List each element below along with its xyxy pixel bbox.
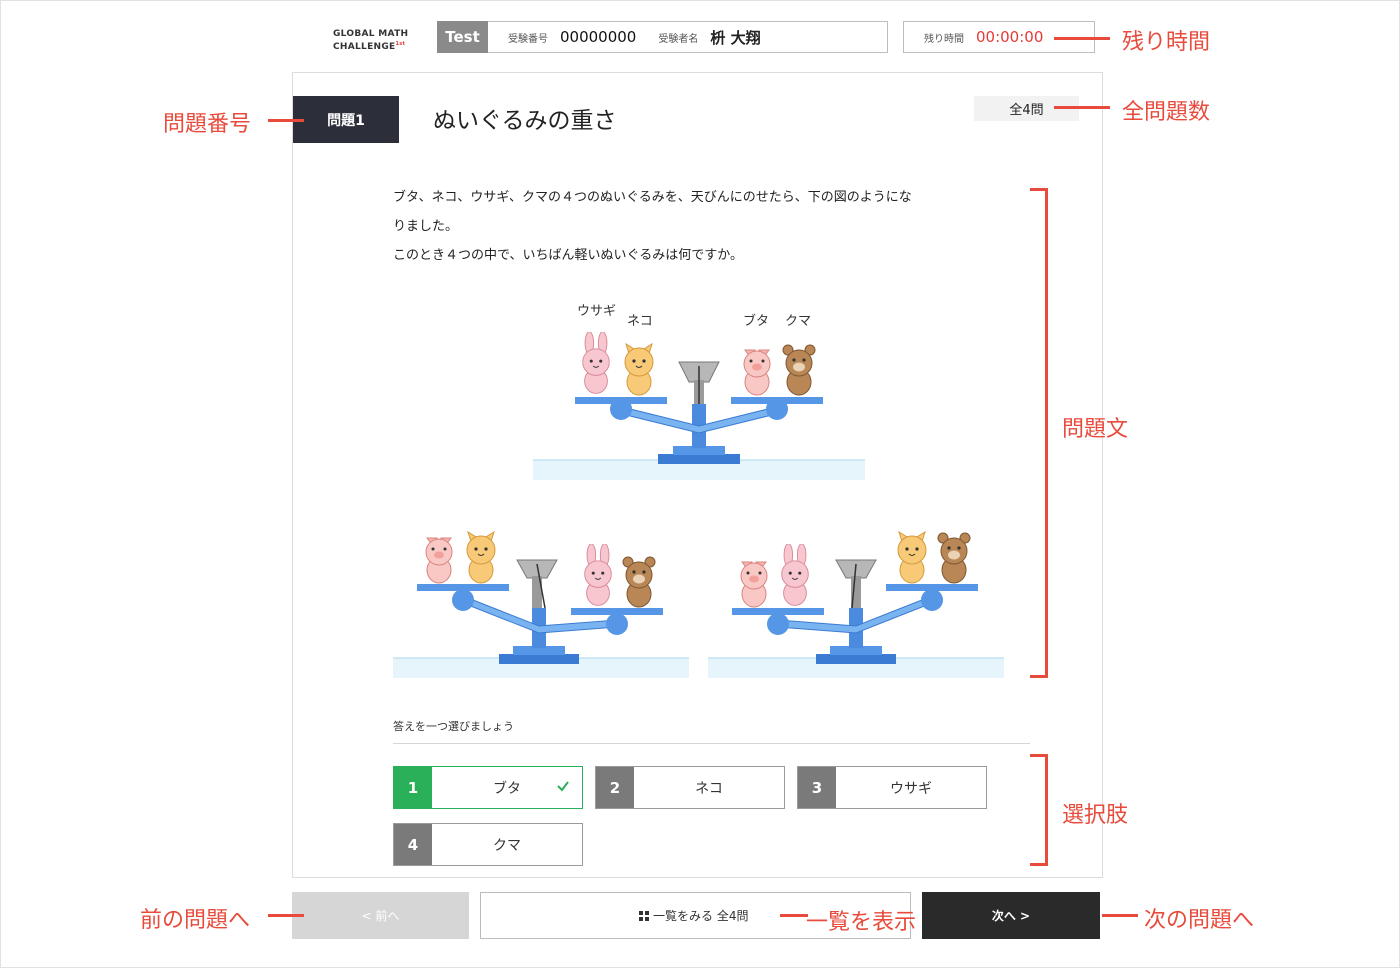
- logo-sup: 1st: [395, 41, 406, 47]
- choice-2-number: 2: [596, 767, 634, 808]
- choice-4-label: クマ: [493, 837, 521, 854]
- annotation-prev-question: 前の問題へ: [140, 908, 251, 933]
- logo-line-2: CHALLENGE: [333, 42, 396, 52]
- question-text-line-2: りました。: [393, 219, 459, 234]
- annotation-line-next: [1102, 914, 1138, 917]
- annotation-show-list: 一覧を表示: [806, 910, 917, 935]
- test-badge: Test: [437, 21, 488, 53]
- choice-3-number: 3: [798, 767, 836, 808]
- choice-4-number: 4: [394, 824, 432, 865]
- remaining-time-box: 残り時間 00:00:00: [903, 21, 1095, 53]
- question-text-line-1: ブタ、ネコ、ウサギ、クマの４つのぬいぐるみを、天びんにのせたら、下の図のようにな: [393, 190, 912, 205]
- balance-figure-bottom-right: [708, 516, 1004, 680]
- balance-figure-bottom-left: [393, 516, 689, 680]
- annotation-bracket-text: [1030, 188, 1048, 678]
- floor: [533, 460, 865, 480]
- exam-number-label: 受験番号: [508, 33, 548, 45]
- examinee-label: 受験者名: [658, 33, 699, 45]
- candidate-info-bar: Test 受験番号 00000000 受験者名 枡 大翔: [437, 21, 888, 53]
- annotation-bracket-choices: [1030, 754, 1048, 866]
- examinee-name: 枡 大翔: [710, 28, 761, 47]
- label-pig: ブタ: [743, 313, 769, 329]
- choice-3-label: ウサギ: [890, 780, 932, 797]
- annotation-line-number: [268, 119, 304, 122]
- show-list-label: 一覧をみる 全4問: [653, 909, 749, 923]
- annotation-choices: 選択肢: [1062, 803, 1129, 828]
- exam-number: 00000000: [560, 28, 637, 46]
- global-math-challenge-logo: GLOBAL MATH CHALLENGE1st: [333, 29, 408, 52]
- answer-divider: [393, 743, 1030, 744]
- annotation-line-time: [1054, 37, 1110, 40]
- annotation-next-question: 次の問題へ: [1144, 908, 1255, 933]
- choice-3-rabbit[interactable]: 3 ウサギ: [797, 766, 987, 809]
- label-bear: クマ: [785, 314, 811, 329]
- question-text: ブタ、ネコ、ウサギ、クマの４つのぬいぐるみを、天びんにのせたら、下の図のようにな…: [393, 183, 1013, 270]
- question-text-line-3: このとき４つの中で、いちばん軽いぬいぐるみは何ですか。: [393, 248, 743, 263]
- question-title: ぬいぐるみの重さ: [433, 108, 617, 134]
- annotation-line-prev: [268, 914, 304, 917]
- annotation-line-total: [1054, 106, 1110, 109]
- choice-1-pig[interactable]: 1 ブタ: [393, 766, 583, 809]
- annotation-total-questions: 全問題数: [1122, 100, 1211, 125]
- prev-question-button[interactable]: < 前へ: [292, 892, 469, 939]
- choice-1-number: 1: [394, 767, 432, 808]
- logo-line-1: GLOBAL MATH: [333, 29, 409, 39]
- question-number-badge: 問題1: [293, 96, 399, 143]
- annotation-line-list: [780, 914, 808, 917]
- choice-2-label: ネコ: [695, 780, 723, 797]
- annotation-remaining-time: 残り時間: [1122, 30, 1211, 55]
- remaining-time-label: 残り時間: [924, 33, 964, 45]
- choice-1-label: ブタ: [493, 780, 521, 797]
- answer-instruction: 答えを一つ選びましょう: [393, 720, 514, 733]
- checkmark-icon: [557, 781, 569, 792]
- show-list-button[interactable]: 一覧をみる 全4問: [480, 892, 911, 939]
- remaining-time-value: 00:00:00: [976, 28, 1044, 46]
- label-cat: ネコ: [627, 314, 653, 329]
- label-rabbit: ウサギ: [577, 304, 616, 319]
- next-question-button[interactable]: 次へ >: [922, 892, 1100, 939]
- grid-icon: [639, 910, 649, 921]
- choice-2-cat[interactable]: 2 ネコ: [595, 766, 785, 809]
- annotation-question-text: 問題文: [1062, 417, 1129, 442]
- balance-figure-top: ウサギ ネコ ブタ クマ: [533, 296, 865, 482]
- choice-4-bear[interactable]: 4 クマ: [393, 823, 583, 866]
- annotation-question-number: 問題番号: [163, 112, 252, 137]
